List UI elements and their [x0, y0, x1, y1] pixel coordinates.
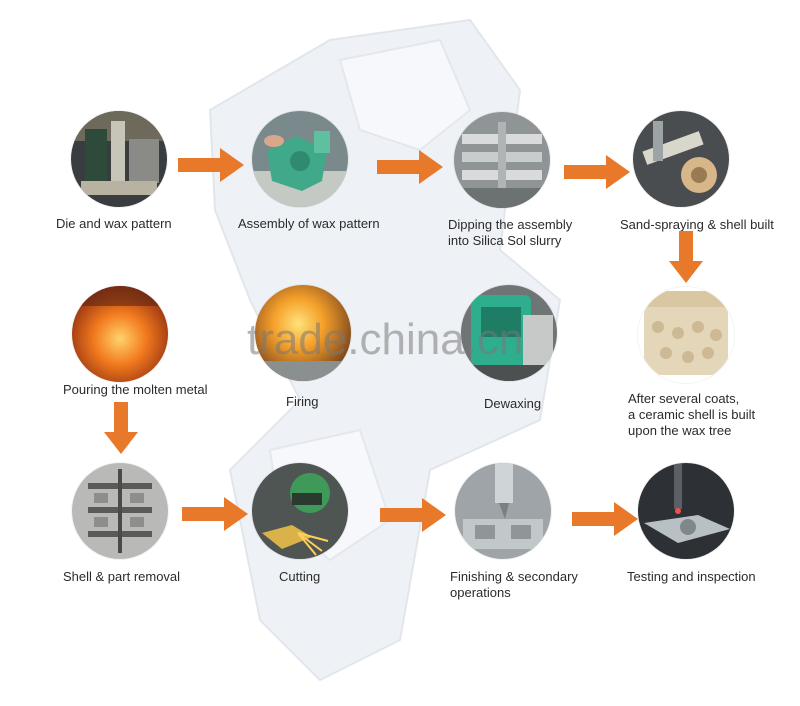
step-label-assembly: Assembly of wax pattern: [238, 216, 380, 231]
slurry-dipping-photo: [454, 112, 550, 208]
arrow-down-2: [104, 402, 138, 454]
arrow-right-6: [572, 502, 638, 536]
shell-removal-photo: [72, 463, 168, 559]
step-label-firing: Firing: [286, 394, 319, 409]
step-label-dewaxing: Dewaxing: [484, 396, 542, 411]
step-label-finishing-1: Finishing & secondary: [450, 569, 578, 584]
arrow-right-4: [182, 497, 248, 531]
step-label-ceramic-3: upon the wax tree: [628, 423, 732, 438]
wax-assembly-photo: [252, 111, 348, 207]
watermark-text: trade.china.cn: [247, 315, 524, 364]
step-label-dipping-1: Dipping the assembly: [448, 217, 573, 232]
step-label-ceramic-1: After several coats,: [628, 391, 740, 406]
step-label-sand-spraying: Sand-spraying & shell built: [620, 217, 774, 232]
step-label-shell-removal: Shell & part removal: [63, 569, 181, 584]
step-label-die-wax: Die and wax pattern: [56, 216, 172, 231]
arrow-right-1: [178, 148, 244, 182]
sand-spraying-photo: [633, 111, 729, 207]
step-label-pouring: Pouring the molten metal: [63, 382, 208, 397]
arrow-right-3: [564, 155, 630, 189]
finishing-photo: [455, 463, 551, 559]
step-label-cutting: Cutting: [279, 569, 321, 584]
die-machine-photo: [71, 111, 167, 207]
cutting-photo: [252, 463, 348, 559]
step-label-finishing-2: operations: [450, 585, 511, 600]
dewaxing-photo: [461, 285, 557, 381]
firing-photo: [255, 285, 351, 381]
arrow-right-5: [380, 498, 446, 532]
step-label-inspection: Testing and inspection: [627, 569, 756, 584]
arrow-right-2: [377, 150, 443, 184]
pouring-photo: [72, 286, 168, 382]
step-label-ceramic-2: a ceramic shell is built: [628, 407, 756, 422]
inspection-photo: [638, 463, 734, 559]
ceramic-shell-photo: [638, 287, 734, 383]
step-label-dipping-2: into Silica Sol slurry: [448, 233, 562, 248]
arrow-down-1: [669, 231, 703, 283]
